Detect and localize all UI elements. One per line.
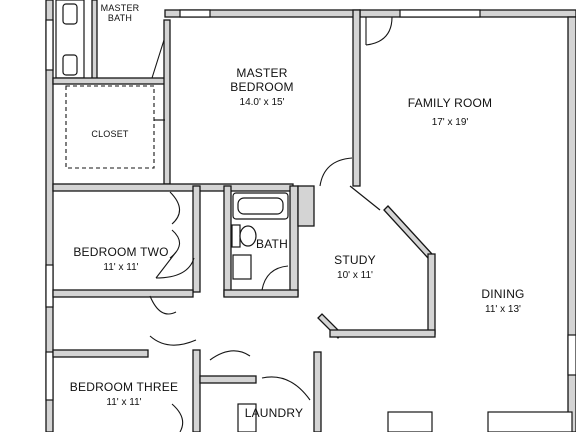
room-label-bedroom-two: BEDROOM TWO 11' x 11' bbox=[66, 245, 176, 273]
bathtub-inner bbox=[237, 197, 284, 215]
room-dimensions: 11' x 11' bbox=[106, 396, 142, 408]
toilet-icon bbox=[239, 225, 257, 247]
room-name: BATH bbox=[256, 237, 288, 251]
window-west-upper bbox=[45, 19, 54, 71]
room-name: DINING bbox=[481, 287, 525, 301]
bath-door-swing bbox=[261, 265, 289, 291]
bedroom-two-south-wall bbox=[52, 289, 194, 298]
closet-east-wall bbox=[163, 19, 171, 185]
room-label-master-bath: MASTER BATH bbox=[94, 3, 146, 24]
room-label-laundry: LAUNDRY bbox=[244, 406, 304, 421]
room-label-closet: CLOSET bbox=[80, 129, 140, 139]
bedroom-three-door-swing bbox=[149, 295, 197, 346]
closet-shelf-line bbox=[65, 85, 155, 169]
laundry-north-wall bbox=[199, 375, 257, 384]
room-name: CLOSET bbox=[91, 129, 129, 139]
room-label-dining: DINING 11' x 13' bbox=[468, 287, 538, 315]
sink-icon-bath bbox=[232, 254, 252, 280]
master-bedroom-south-wall bbox=[52, 183, 294, 192]
laundry-east-wall bbox=[313, 351, 322, 432]
laundry-door-swing bbox=[261, 376, 311, 401]
dining-east-wall bbox=[567, 16, 576, 432]
hall-wall-bedroom-three bbox=[192, 349, 201, 432]
room-dimensions: 14.0' x 15' bbox=[239, 96, 285, 108]
room-dimensions: 10' x 11' bbox=[337, 269, 373, 281]
room-label-bedroom-three: BEDROOM THREE 11' x 11' bbox=[68, 380, 180, 408]
room-name: STUDY bbox=[334, 253, 376, 267]
window-north-master bbox=[179, 9, 211, 18]
room-name: BEDROOM TWO bbox=[73, 245, 169, 259]
washer bbox=[237, 403, 257, 432]
exterior-wall-west bbox=[45, 0, 54, 432]
sink-icon-upper bbox=[62, 3, 78, 25]
master-bath-south-wall bbox=[52, 77, 166, 85]
master-bedroom-door-swing bbox=[319, 157, 353, 187]
window-north-family bbox=[399, 9, 481, 18]
window-west-middle bbox=[45, 264, 54, 308]
room-dimensions: 17' x 19' bbox=[431, 116, 469, 128]
master-bedroom-east-wall bbox=[352, 9, 361, 187]
bath-west-wall bbox=[223, 185, 232, 297]
room-dimensions: 11' x 11' bbox=[103, 261, 139, 273]
room-label-bath: BATH bbox=[252, 237, 292, 252]
pantry-door-swing bbox=[209, 350, 251, 361]
room-name: FAMILY ROOM bbox=[407, 96, 493, 110]
kitchen-island bbox=[387, 411, 433, 432]
bedroom-two-door-swing bbox=[155, 251, 195, 279]
study-south-wall bbox=[329, 329, 436, 338]
room-name: MASTER BATH bbox=[100, 3, 140, 24]
linen-closet-wall bbox=[297, 185, 315, 227]
family-room-door-swing bbox=[365, 16, 393, 46]
kitchen-counter bbox=[487, 411, 573, 432]
bedroom-three-north-wall bbox=[52, 349, 149, 358]
room-name: LAUNDRY bbox=[244, 406, 304, 420]
room-name: MASTER BEDROOM bbox=[230, 66, 294, 94]
sink-icon-lower bbox=[62, 54, 78, 76]
room-name: BEDROOM THREE bbox=[69, 380, 179, 394]
hall-wall-bedroom-two bbox=[192, 185, 201, 293]
bedroom-three-closet-door bbox=[171, 403, 184, 432]
window-east bbox=[567, 334, 576, 376]
window-west-lower bbox=[45, 351, 54, 401]
room-dimensions: 11' x 13' bbox=[485, 303, 521, 315]
room-label-study: STUDY 10' x 11' bbox=[320, 253, 390, 281]
toilet-tank bbox=[231, 224, 241, 248]
room-label-family-room: FAMILY ROOM 17' x 19' bbox=[400, 96, 500, 128]
study-opening-line bbox=[349, 185, 381, 211]
room-label-master-bedroom: MASTER BEDROOM 14.0' x 15' bbox=[212, 66, 312, 108]
study-diagonal-wall-north bbox=[383, 205, 433, 259]
study-east-wall bbox=[427, 253, 436, 335]
bath-south-wall bbox=[223, 289, 299, 298]
